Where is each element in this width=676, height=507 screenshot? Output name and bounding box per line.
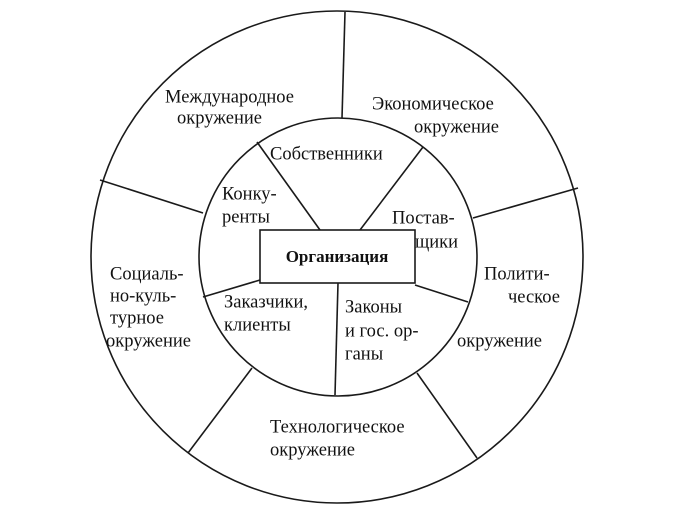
competitors-label-line2: ренты	[222, 207, 270, 227]
technological-label-line1: Технологическое	[270, 417, 405, 437]
laws-label-line3: ганы	[345, 344, 383, 364]
technological-environment-sector: Технологическое окружение	[270, 417, 405, 460]
divider-outer-right-lower	[416, 372, 478, 459]
laws-label-line2: и гос. ор-	[345, 321, 419, 341]
international-label-line1: Международное	[165, 87, 294, 107]
customers-label-line1: Заказчики,	[224, 292, 308, 312]
international-label-line2: окружение	[177, 108, 262, 128]
laws-sector: Законы и гос. ор- ганы	[345, 297, 419, 364]
political-label-line3: окружение	[457, 331, 542, 351]
economic-label-line1: Экономическое	[372, 94, 494, 114]
divider-outer-left-upper	[99, 179, 204, 214]
sociocultural-label-line4: окружение	[106, 331, 191, 351]
sociocultural-environment-sector: Социаль- но-куль- турное окружение	[106, 264, 191, 351]
political-label-line2: ческое	[508, 287, 560, 307]
international-environment-sector: Международное окружение	[165, 87, 294, 128]
laws-label-line1: Законы	[345, 297, 402, 317]
sociocultural-label-line3: турное	[110, 308, 164, 328]
political-label-line1: Полити-	[484, 264, 550, 284]
competitors-label-line1: Конку-	[222, 184, 277, 204]
divider-inner-bottom	[334, 282, 339, 396]
suppliers-sector: Постав- щики	[392, 208, 458, 252]
divider-inner-lower-right	[414, 284, 469, 303]
divider-outer-right-upper	[472, 187, 579, 219]
suppliers-label-line2: щики	[415, 232, 458, 252]
organization-label: Организация	[286, 247, 389, 266]
divider-outer-left-lower	[187, 367, 253, 454]
inner-circle	[198, 117, 478, 397]
sociocultural-label-line2: но-куль-	[110, 286, 176, 306]
political-environment-sector: Полити- ческое окружение	[457, 264, 560, 351]
sociocultural-label-line1: Социаль-	[110, 264, 184, 284]
economic-label-line2: окружение	[414, 117, 499, 137]
suppliers-label-line1: Постав-	[392, 208, 455, 228]
divider-inner-upper-left	[256, 141, 321, 231]
customers-sector: Заказчики, клиенты	[224, 292, 308, 335]
organization-box	[259, 229, 416, 284]
divider-inner-lower-left	[202, 279, 261, 298]
owners-sector: Собственники	[270, 144, 383, 164]
outer-circle	[90, 10, 584, 504]
divider-inner-upper-right	[359, 146, 424, 231]
technological-label-line2: окружение	[270, 440, 355, 460]
competitors-sector: Конку- ренты	[222, 184, 277, 227]
divider-outer-top	[341, 11, 346, 119]
customers-label-line2: клиенты	[224, 315, 291, 335]
owners-label: Собственники	[270, 144, 383, 164]
economic-environment-sector: Экономическое окружение	[372, 94, 499, 137]
